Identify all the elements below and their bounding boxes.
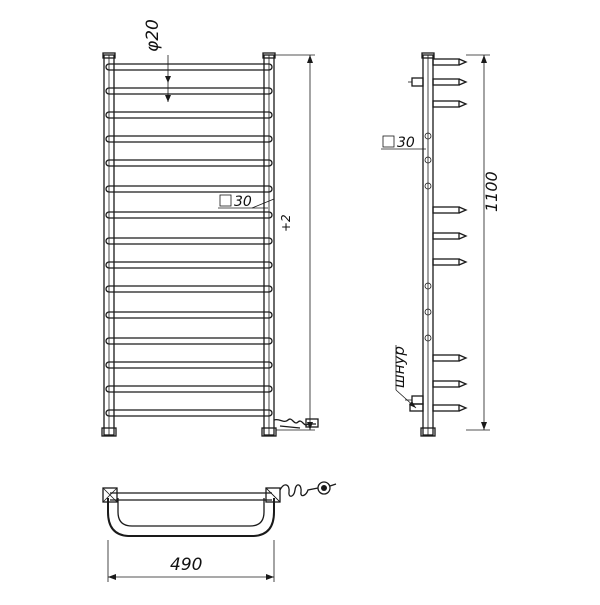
rung <box>105 87 273 95</box>
side-joints <box>424 132 432 342</box>
joint <box>424 156 432 164</box>
side-pin <box>432 258 468 266</box>
joint <box>424 182 432 190</box>
cord-label: шнур <box>390 346 408 388</box>
joint <box>424 132 432 140</box>
square-side-label: 30 <box>397 135 415 151</box>
square-callout-front: 30 <box>218 194 275 210</box>
side-view <box>405 52 468 437</box>
right-foot <box>261 427 277 437</box>
rung <box>105 185 273 193</box>
diameter-label: φ20 <box>143 19 163 52</box>
side-pin <box>432 354 468 362</box>
side-pin <box>432 380 468 388</box>
rung <box>105 237 273 245</box>
top-view <box>102 481 337 537</box>
square-callout-side: 30 <box>381 135 426 151</box>
cord-plug-front <box>305 418 319 428</box>
rung <box>105 135 273 143</box>
rung <box>105 261 273 269</box>
side-pin <box>432 232 468 240</box>
joint <box>424 308 432 316</box>
front-rungs <box>105 63 273 417</box>
rung <box>105 285 273 293</box>
rung <box>105 385 273 393</box>
cord-callout: шнур <box>390 345 424 412</box>
rung <box>105 159 273 167</box>
square-symbol <box>219 194 232 207</box>
front-view <box>101 52 277 437</box>
width-dimension: 490 <box>107 540 275 582</box>
rung <box>105 311 273 319</box>
square-front-label: 30 <box>234 194 252 210</box>
height-note-label: +2 <box>279 214 293 232</box>
rung <box>105 63 273 71</box>
top-right-bracket <box>265 487 281 503</box>
rung <box>105 337 273 345</box>
height-label: 1100 <box>482 171 501 212</box>
joint <box>424 334 432 342</box>
side-pin <box>432 404 468 412</box>
front-cord <box>273 418 319 429</box>
side-pin <box>432 100 468 108</box>
side-pin <box>432 58 468 66</box>
rung <box>105 211 273 219</box>
side-pins <box>432 58 468 412</box>
side-height-dimension: 1100 <box>466 54 501 431</box>
side-pin <box>432 78 468 86</box>
rung <box>105 111 273 119</box>
diameter-callout: φ20 <box>143 19 171 102</box>
top-left-bracket <box>102 487 118 503</box>
rung <box>105 361 273 369</box>
left-foot <box>101 427 117 437</box>
rung <box>105 409 273 417</box>
joint <box>424 282 432 290</box>
cord-plug-top <box>317 481 331 495</box>
width-label: 490 <box>170 555 202 575</box>
front-height-dimension: +2 <box>274 54 315 431</box>
side-pin <box>432 206 468 214</box>
